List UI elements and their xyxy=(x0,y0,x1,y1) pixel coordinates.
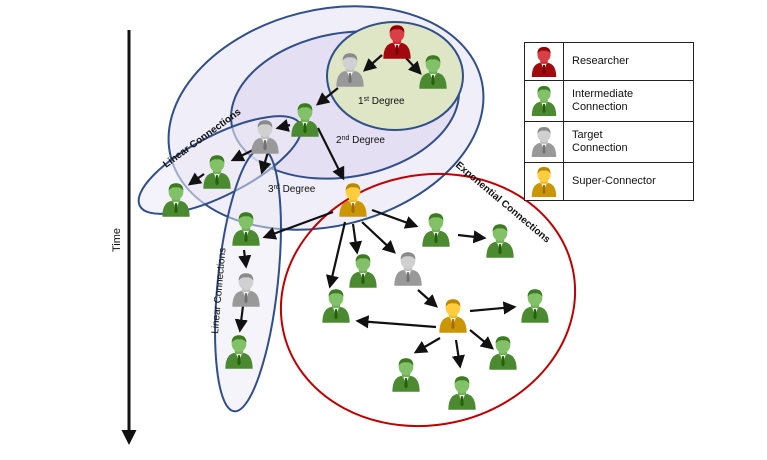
intermediate-person-icon xyxy=(291,103,319,137)
arrow xyxy=(457,230,487,244)
intermediate-person-icon xyxy=(448,376,476,410)
target-person-icon xyxy=(232,273,260,307)
first-degree-label: 1st Degree xyxy=(358,96,405,108)
target-person-icon xyxy=(531,126,557,158)
arrow xyxy=(234,305,248,333)
third-degree-label: 3rd Degree xyxy=(268,184,316,196)
intermediate-person-icon xyxy=(162,183,190,217)
people-layer xyxy=(162,25,549,410)
super-person-icon xyxy=(439,299,467,333)
super-person-icon xyxy=(531,166,557,197)
intermediate-person-icon xyxy=(531,85,557,117)
intermediate-person-icon xyxy=(489,336,517,370)
second-degree-label: 2nd Degree xyxy=(336,135,385,147)
intermediate-person-icon xyxy=(232,212,260,246)
intermediate-connection-icon xyxy=(525,81,564,121)
arrow xyxy=(413,337,441,354)
target-person-icon xyxy=(394,252,422,286)
intermediate-person-icon xyxy=(349,254,377,288)
super-connector-icon xyxy=(525,163,564,200)
arrow xyxy=(230,149,254,162)
time-label: Time xyxy=(111,228,123,252)
legend-row-intermediate: Intermediate Connection xyxy=(525,81,693,122)
intermediate-person-icon xyxy=(225,335,253,369)
arrow xyxy=(275,119,291,132)
arrow xyxy=(325,221,347,289)
arrow xyxy=(315,87,339,106)
intermediate-person-icon xyxy=(392,358,420,392)
legend-label-super-connector: Super-Connector xyxy=(572,175,656,187)
legend-label-intermediate: Intermediate Connection xyxy=(572,88,634,113)
connection-arrows xyxy=(187,54,517,369)
legend-row-researcher: Researcher xyxy=(525,43,693,81)
researcher-person-icon xyxy=(383,25,411,59)
arrow xyxy=(469,329,495,350)
arrow xyxy=(187,172,205,186)
intermediate-person-icon xyxy=(422,213,450,247)
intermediate-person-icon xyxy=(419,55,447,89)
arrow xyxy=(258,151,272,175)
arrow xyxy=(371,208,419,229)
arrow xyxy=(355,315,437,329)
arrow xyxy=(317,127,345,181)
target-person-icon xyxy=(251,120,279,154)
exponential-ring xyxy=(279,172,577,428)
target-person-icon xyxy=(336,53,364,87)
arrow xyxy=(405,57,422,75)
researcher-person-icon xyxy=(531,46,557,77)
legend-row-target: Target Connection xyxy=(525,122,693,163)
legend: Researcher Intermediate Connection Targe… xyxy=(524,42,694,201)
arrow xyxy=(363,54,383,72)
first-degree-ring xyxy=(326,21,464,131)
arrow xyxy=(348,223,363,255)
arrow xyxy=(417,289,438,308)
arrow xyxy=(469,301,517,315)
arrow xyxy=(361,221,396,254)
legend-row-super-connector: Super-Connector xyxy=(525,163,693,201)
researcher-icon xyxy=(525,43,564,80)
intermediate-person-icon xyxy=(486,224,514,258)
intermediate-person-icon xyxy=(521,289,549,323)
legend-label-target: Target Connection xyxy=(572,129,628,154)
arrow xyxy=(262,210,334,240)
super-person-icon xyxy=(339,183,367,217)
intermediate-person-icon xyxy=(322,289,350,323)
arrow xyxy=(451,339,465,369)
legend-label-researcher: Researcher xyxy=(572,55,629,67)
arrow xyxy=(238,249,252,269)
target-connection-icon xyxy=(525,122,564,162)
intermediate-person-icon xyxy=(203,155,231,189)
